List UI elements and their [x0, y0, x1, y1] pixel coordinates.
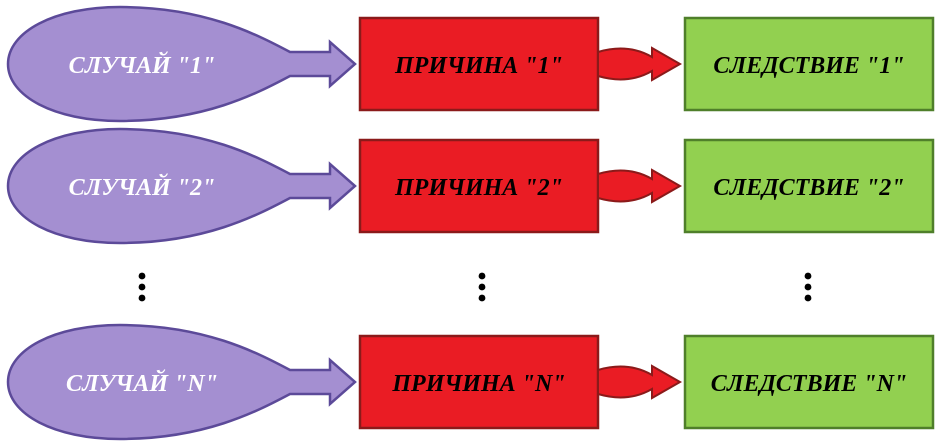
cause-label-n: ПРИЧИНА "N"	[391, 371, 565, 397]
cause-label-1: ПРИЧИНА "1"	[394, 53, 563, 79]
case-shape-1	[6, 5, 357, 123]
effect-label-1: СЛЕДСТВИЕ "1"	[713, 53, 904, 79]
effect-box-n	[683, 334, 935, 430]
cause-arrow-n	[597, 364, 683, 400]
ellipsis-column-cause	[478, 272, 486, 302]
case-label-2: СЛУЧАЙ "2"	[69, 174, 216, 201]
case-shape-2	[6, 127, 357, 245]
diagram-row-1: СЛУЧАЙ "1" ПРИЧИНА "1" СЛЕДСТВИЕ "1"	[6, 5, 935, 123]
diagram-row-2: СЛУЧАЙ "2" ПРИЧИНА "2" СЛЕДСТВИЕ "2"	[6, 127, 935, 245]
cause-box-2	[358, 138, 600, 234]
cause-box-1	[358, 16, 600, 112]
effect-box-1	[683, 16, 935, 112]
case-label-1: СЛУЧАЙ "1"	[69, 52, 216, 79]
cause-arrow-1	[597, 46, 683, 82]
diagram-row-n: СЛУЧАЙ "N" ПРИЧИНА "N" СЛЕДСТВИЕ "N"	[6, 323, 935, 441]
case-label-n: СЛУЧАЙ "N"	[66, 370, 218, 397]
cause-label-2: ПРИЧИНА "2"	[394, 175, 563, 201]
effect-label-n: СЛЕДСТВИЕ "N"	[711, 371, 908, 397]
effect-box-2	[683, 138, 935, 234]
cause-box-n	[358, 334, 600, 430]
cause-arrow-2	[597, 168, 683, 204]
ellipsis-column-effect	[804, 272, 812, 302]
effect-label-2: СЛЕДСТВИЕ "2"	[713, 175, 904, 201]
ellipsis-column-case	[138, 272, 146, 302]
case-shape-n	[6, 323, 357, 441]
